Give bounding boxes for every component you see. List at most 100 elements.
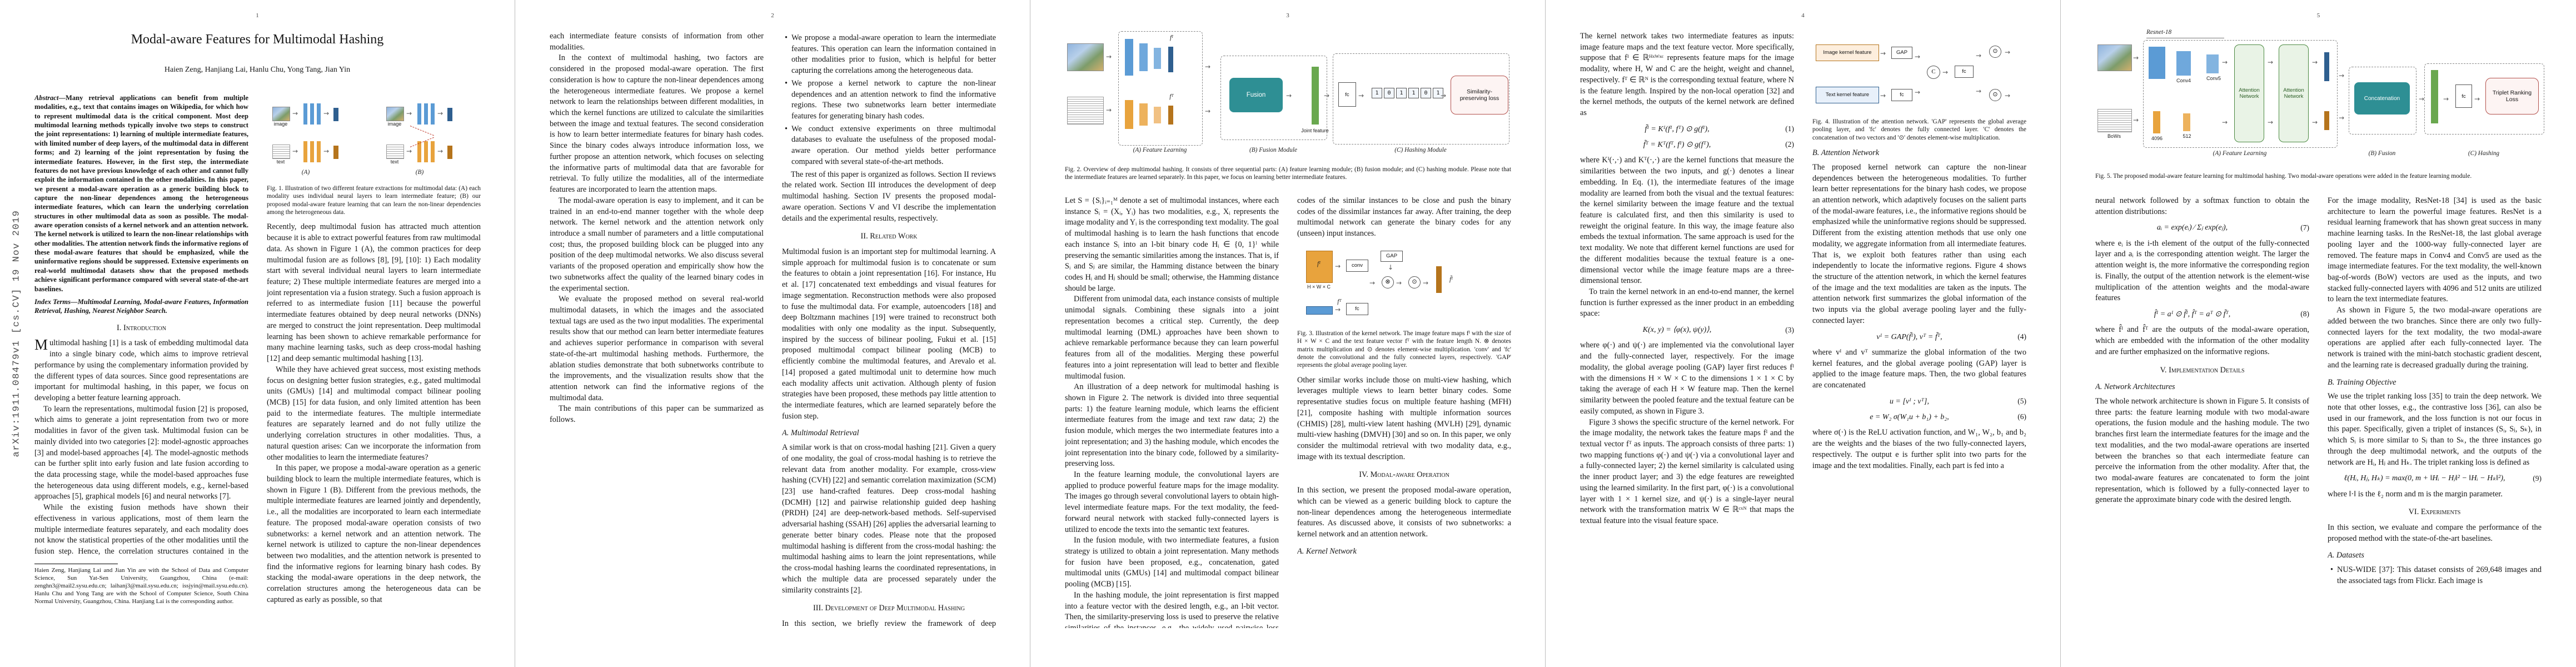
arrow-icon xyxy=(1976,88,1981,94)
equation-formula: f̂ᴵ = aᴵ ⊙ f̃ᴵ, f̂ᵀ = aᵀ ⊙ f̃ᵀ, xyxy=(2154,310,2231,319)
image-feature-block xyxy=(1306,250,1333,283)
arrow-icon xyxy=(1205,108,1210,115)
section-heading-experiments: VI. Experiments xyxy=(2408,507,2461,517)
equation-number: (9) xyxy=(2533,474,2542,482)
section-heading-introduction: I. Introduction xyxy=(117,323,166,332)
figure-5-caption: Fig. 5. The proposed modal-aware feature… xyxy=(2095,173,2472,180)
body-paragraph: In this section, we evaluate and compare… xyxy=(2328,523,2542,543)
body-paragraph: each intermediate feature consists of in… xyxy=(550,32,764,52)
feature-dims-label: H × W × C xyxy=(1307,283,1331,290)
cross-dependency-line xyxy=(410,126,434,136)
arrow-icon xyxy=(1286,92,1292,99)
body-paragraph: While the existing fusion methods have s… xyxy=(34,503,248,559)
arrow-icon xyxy=(1976,52,1981,59)
body-paragraph: As shown in Figure 5, the two modal-awar… xyxy=(2328,306,2542,370)
p5-right-column: For the image modality, ResNet-18 [34] i… xyxy=(2328,196,2542,628)
p2-right-column: We propose a modal-aware operation to le… xyxy=(782,31,996,628)
equation-number: (2) xyxy=(1785,140,1794,149)
arrow-icon xyxy=(323,148,329,155)
text-doc-icon xyxy=(1067,97,1104,125)
arrow-icon xyxy=(292,148,298,155)
figure-4: Image kernel feature Text kernel feature… xyxy=(1812,31,2026,115)
body-paragraph: Different from unimodal data, each insta… xyxy=(1065,295,1279,381)
fc-bar xyxy=(2183,113,2190,131)
fc-box: fc xyxy=(1891,89,1912,101)
body-paragraph: Multimodal hashing [1] is a task of embe… xyxy=(34,336,248,402)
equation-number: (5) xyxy=(2017,397,2026,406)
equation-number: (8) xyxy=(2300,310,2309,318)
equation-9: ℓ(Hᵢ, Hⱼ, Hₖ) = max(0, m + ‖Hᵢ − Hⱼ‖² − … xyxy=(2328,473,2542,484)
image-feature-symbol: fᴵ xyxy=(1169,34,1174,41)
equation-number: (6) xyxy=(2017,412,2026,421)
body-paragraph: To train the kernel network in an end-to… xyxy=(1580,287,1794,318)
section-heading-related-work: II. Related Work xyxy=(860,232,918,241)
index-terms-text: Multimodal Learning, Modal-aware Feature… xyxy=(34,297,248,315)
text-feature-symbol: fᵀ xyxy=(1337,298,1342,305)
page-3: 3 fᴵ fᵀ (A) Feature Learning Fusion Jo xyxy=(1030,0,1546,667)
page-2: 2 each intermediate feature consists of … xyxy=(515,0,1030,667)
equation-formula: ℓ(Hᵢ, Hⱼ, Hₖ) = max(0, m + ‖Hᵢ − Hⱼ‖² − … xyxy=(2344,474,2505,483)
elementwise-multiply-icon: ⊙ xyxy=(1408,276,1421,288)
image-thumbnail xyxy=(272,107,290,121)
equation-4: vᴵ = GAP(f̃ᴵ), vᵀ = f̃ᵀ,(4) xyxy=(1812,332,2026,342)
fc-bar xyxy=(2153,111,2160,133)
elementwise-multiply-icon: ⊙ xyxy=(1989,89,2001,101)
text-feature-block xyxy=(1306,306,1333,315)
figure-5: BoWs Resnet-18 Conv4 Conv5 4096 512 Atte… xyxy=(2095,24,2544,165)
equation-formula: aᵢ = exp(eᵢ) ⁄ Σⱼ exp(eⱼ), xyxy=(2156,223,2228,232)
p1-right-column: image text (A) image tex xyxy=(267,93,481,628)
section-heading-development: III. Development of Deep Multimodal Hash… xyxy=(813,604,965,613)
text-label: text xyxy=(276,159,285,165)
feature-learning-group xyxy=(2143,40,2338,148)
page-number: 1 xyxy=(256,12,259,19)
arrow-icon xyxy=(2268,59,2273,66)
subsection-heading-attention-network: B. Attention Network xyxy=(1812,148,1880,158)
figure-1: image text (A) image tex xyxy=(267,93,481,181)
equation-5: u = [vᴵ ; vᵀ],(5) xyxy=(1812,396,2026,407)
equation-number: (1) xyxy=(1785,125,1794,133)
module-b-label: (B) Fusion Module xyxy=(1249,147,1297,153)
body-paragraph: The proposed kernel network can capture … xyxy=(1812,162,2026,325)
subsection-heading-multimodal-retrieval: A. Multimodal Retrieval xyxy=(782,429,859,438)
bit: 0 xyxy=(1384,88,1394,98)
layer-bar xyxy=(303,141,307,162)
arrow-icon xyxy=(437,110,443,117)
figure-3-caption: Fig. 3. Illustration of the kernel netwo… xyxy=(1297,330,1511,369)
body-paragraph: Let S = {Sᵢ}ᵢ₌₁ᴹ denote a set of multimo… xyxy=(1065,196,1279,293)
layer-bar xyxy=(424,141,428,162)
feature-bar xyxy=(447,108,452,121)
fc-layer-bar xyxy=(1154,107,1161,123)
feature-learning-group xyxy=(1118,31,1203,146)
figure-2: fᴵ fᵀ (A) Feature Learning Fusion Joint … xyxy=(1065,24,1511,157)
text-doc-icon xyxy=(272,145,290,159)
arrow-icon xyxy=(2005,49,2010,56)
body-paragraph: The modal-aware operation is easy to imp… xyxy=(550,196,764,293)
body-paragraph: The kernel network takes two intermediat… xyxy=(1580,32,1794,118)
text-feature-bar xyxy=(2324,111,2329,130)
equation-3: K(x, y) = ⟨φ(x), ψ(y)⟩,(3) xyxy=(1580,325,1794,335)
equation-6: e = W₂ σ(W₁u + b₁) + b₂,(6) xyxy=(1812,412,2026,422)
arrow-icon xyxy=(1880,92,1886,99)
body-paragraph: The main contributions of this paper can… xyxy=(550,404,764,425)
equation-7: aᵢ = exp(eᵢ) ⁄ Σⱼ exp(eⱼ),(7) xyxy=(2095,222,2309,233)
arrow-icon xyxy=(1915,89,1920,96)
p3-left-column: Let S = {Sᵢ}ᵢ₌₁ᴹ denote a set of multimo… xyxy=(1065,196,1279,628)
page-number: 3 xyxy=(1286,12,1289,19)
similarity-loss-box: Similarity-preserving loss xyxy=(1451,76,1508,115)
panel-a-label: (A) xyxy=(301,169,310,176)
figure-2-caption: Fig. 2. Overview of deep multimodal hash… xyxy=(1065,166,1511,181)
arrow-icon xyxy=(2419,96,2424,102)
conv-box: conv xyxy=(1346,259,1368,272)
p2-left-column: each intermediate feature consists of in… xyxy=(550,31,764,628)
triplet-loss-box: Triplet Ranking Loss xyxy=(2485,78,2539,115)
arrow-icon xyxy=(2133,54,2139,61)
layer-bar xyxy=(431,141,435,162)
body-paragraph: Figure 3 shows the specific structure of… xyxy=(1580,417,1794,525)
body-paragraph: where eᵢ is the i-th element of the outp… xyxy=(2095,238,2309,303)
arrow-icon xyxy=(2222,119,2228,126)
paper-title: Modal-aware Features for Multimodal Hash… xyxy=(131,32,384,47)
module-a-label: (A) Feature Learning xyxy=(2213,150,2267,157)
feature-bar xyxy=(447,146,452,159)
text-feature-symbol: fᵀ xyxy=(1169,93,1174,100)
body-paragraph: An illustration of a deep network for mu… xyxy=(1065,382,1279,469)
